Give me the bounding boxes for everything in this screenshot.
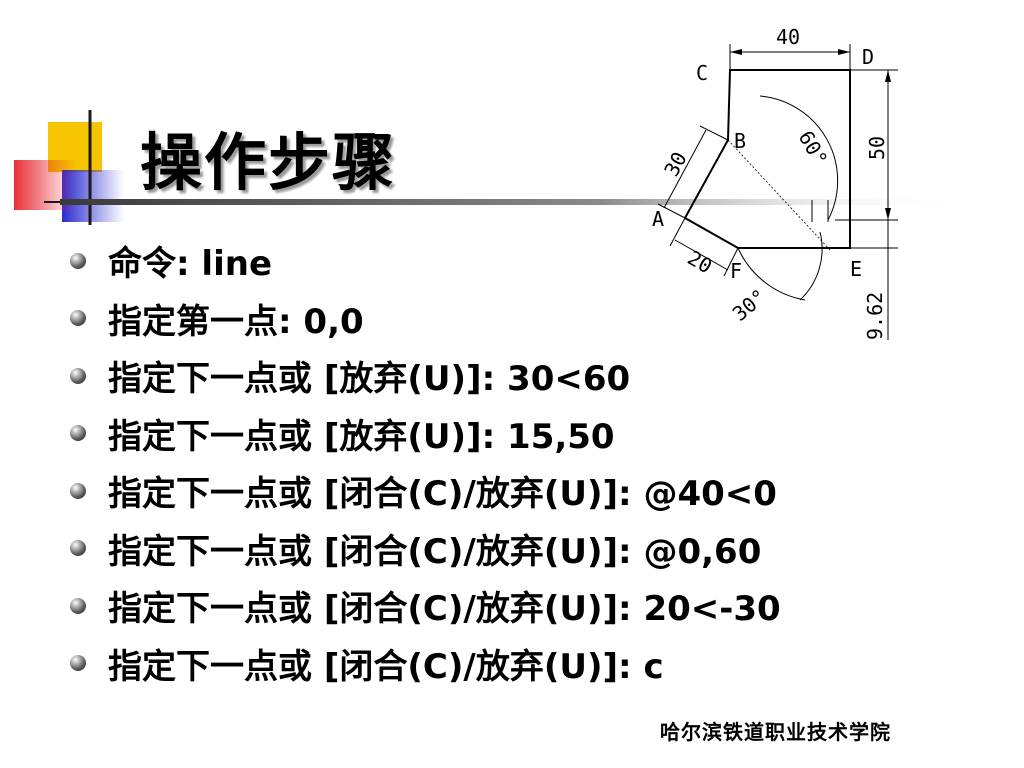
- dim-right-height: 50: [865, 136, 889, 160]
- bullet-icon: [70, 310, 86, 327]
- list-item: 指定下一点或 [闭合(C)/放弃(U)]: @0,60: [70, 520, 781, 578]
- list-item-text: 命令: line: [108, 244, 273, 285]
- footer-institution: 哈尔滨铁道职业技术学院: [660, 720, 891, 744]
- dim-top-width: 40: [776, 25, 800, 49]
- technical-drawing: C D B A F E 40 50 30 20 60° 30° 9.62: [652, 25, 898, 340]
- point-b-label: B: [734, 129, 746, 153]
- point-f-label: F: [730, 259, 742, 283]
- title-underline: [60, 199, 960, 205]
- list-item: 指定下一点或 [放弃(U)]: 30<60: [70, 347, 781, 405]
- list-item-text: 指定下一点或 [放弃(U)]: 15,50: [108, 416, 615, 457]
- list-item-text: 指定下一点或 [闭合(C)/放弃(U)]: c: [108, 646, 664, 687]
- point-d-label: D: [862, 45, 874, 69]
- list-item: 指定下一点或 [放弃(U)]: 15,50: [70, 405, 781, 463]
- bullet-icon: [70, 597, 86, 614]
- dim-angle-b: 60°: [794, 127, 833, 170]
- dim-side-af: 20: [684, 246, 717, 279]
- list-item: 指定第一点: 0,0: [70, 290, 781, 348]
- bullet-icon: [70, 367, 86, 384]
- bullet-list: 命令: line 指定第一点: 0,0 指定下一点或 [放弃(U)]: 30<6…: [70, 232, 781, 692]
- dim-angle-f: 30°: [728, 284, 771, 326]
- dim-offset-e: 9.62: [863, 292, 887, 340]
- list-item: 指定下一点或 [闭合(C)/放弃(U)]: c: [70, 635, 781, 693]
- list-item: 命令: line: [70, 232, 781, 290]
- dim-side-ab: 30: [659, 148, 692, 181]
- list-item-text: 指定下一点或 [闭合(C)/放弃(U)]: @40<0: [108, 474, 777, 515]
- bullet-icon: [70, 655, 86, 672]
- point-e-label: E: [850, 257, 862, 281]
- page-title: 操作步骤: [140, 126, 397, 199]
- list-item-text: 指定第一点: 0,0: [108, 301, 364, 342]
- point-a-label: A: [652, 207, 664, 231]
- list-item-text: 指定下一点或 [闭合(C)/放弃(U)]: @0,60: [108, 531, 762, 572]
- bullet-icon: [70, 252, 86, 269]
- bullet-icon: [70, 425, 86, 442]
- bullet-icon: [70, 482, 86, 499]
- list-item: 指定下一点或 [闭合(C)/放弃(U)]: 20<-30: [70, 577, 781, 635]
- list-item-text: 指定下一点或 [放弃(U)]: 30<60: [108, 359, 631, 400]
- point-c-label: C: [696, 61, 708, 85]
- bullet-icon: [70, 540, 86, 557]
- list-item-text: 指定下一点或 [闭合(C)/放弃(U)]: 20<-30: [108, 589, 781, 630]
- list-item: 指定下一点或 [闭合(C)/放弃(U)]: @40<0: [70, 462, 781, 520]
